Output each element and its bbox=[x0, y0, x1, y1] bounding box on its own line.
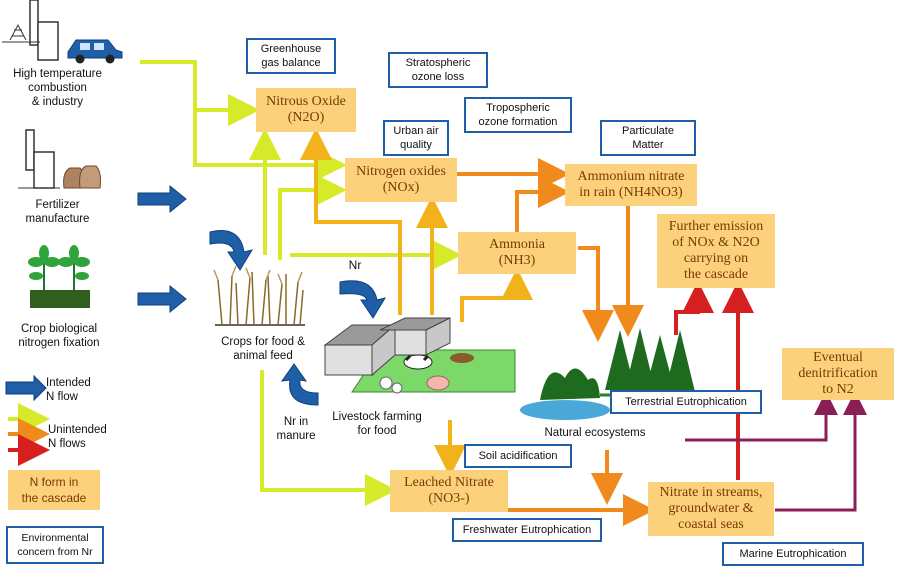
legend-intended-label: Intended N flow bbox=[46, 377, 91, 403]
source-fertilizer-label: Fertilizer manufacture bbox=[25, 199, 90, 225]
concern-freshwater: Freshwater Eutrophication bbox=[452, 518, 602, 542]
legend-symbols bbox=[5, 374, 50, 466]
source-combustion-label: High temperature combustion & industry bbox=[13, 68, 102, 108]
flow-combustion-to-nox bbox=[193, 62, 347, 181]
concern-tropospheric: Tropospheric ozone formation bbox=[464, 97, 572, 133]
car-icon bbox=[67, 39, 123, 64]
flow-livestock-to-ammonia bbox=[460, 268, 533, 322]
concern-marine: Marine Eutrophication bbox=[722, 542, 864, 566]
flow-livestock-to-n2o bbox=[300, 128, 402, 315]
n-form-nitrate-streams: Nitrate in streams, groundwater & coasta… bbox=[648, 482, 774, 536]
n-form-ammonium-nitrate: Ammonium nitrate in rain (NH4NO3) bbox=[565, 164, 697, 206]
intended-flow-arrows bbox=[137, 184, 387, 406]
source-biological-label: Crop biological nitrogen fixation bbox=[18, 323, 100, 349]
n-form-nitrous-oxide: Nitrous Oxide (N2O) bbox=[256, 88, 356, 132]
flow-crops-to-leached bbox=[260, 370, 397, 506]
flow-natural-to-further bbox=[674, 281, 714, 335]
arrow-curved-to-crops bbox=[209, 230, 254, 271]
concern-soil: Soil acidification bbox=[464, 444, 572, 468]
fertilizer-plant-illustration bbox=[18, 129, 60, 189]
legend-concern-box: Environmental concern from Nr bbox=[6, 526, 104, 564]
arrow-biological-to-crops bbox=[137, 284, 187, 314]
legend-n-form-box: N form in the cascade bbox=[8, 470, 100, 510]
purple-flows bbox=[685, 391, 867, 512]
livestock-farm-illustration bbox=[323, 317, 516, 394]
combustion-flows bbox=[140, 60, 347, 181]
concern-terrestrial: Terrestrial Eutrophication bbox=[610, 390, 762, 414]
factory-illustration bbox=[2, 0, 59, 61]
flow-crops-to-nox bbox=[278, 174, 347, 260]
nr-manure-label: Nr in manure bbox=[276, 416, 316, 442]
red-flows bbox=[674, 281, 754, 480]
legume-plants-illustration bbox=[28, 245, 90, 308]
arrow-manure-to-crops bbox=[280, 363, 319, 406]
arrow-nr-to-livestock bbox=[339, 280, 387, 319]
n-form-leached-nitrate: Leached Nitrate (NO3-) bbox=[390, 470, 508, 512]
natural-ecosystems-label: Natural ecosystems bbox=[544, 427, 646, 439]
concern-urban-air: Urban air quality bbox=[383, 120, 449, 156]
flow-ammonia-to-ammonium bbox=[515, 176, 570, 232]
flow-natural-to-denitrification bbox=[685, 391, 838, 442]
flow-ammonia-to-natural bbox=[578, 246, 614, 342]
nr-label: Nr bbox=[348, 258, 362, 272]
livestock-flows bbox=[300, 128, 533, 477]
flow-nitrate-to-denitrification bbox=[775, 391, 867, 512]
n-form-ammonia: Ammonia (NH3) bbox=[458, 232, 576, 274]
n-form-further-emission: Further emission of NOx & N2O carrying o… bbox=[657, 214, 775, 288]
n-form-denitrification: Eventual denitrification to N2 bbox=[782, 348, 894, 400]
crops-label: Crops for food & animal feed bbox=[221, 336, 305, 362]
fertilizer-sacks-icon bbox=[63, 165, 101, 189]
concern-stratospheric: Stratospheric ozone loss bbox=[388, 52, 488, 88]
livestock-label: Livestock farming for food bbox=[332, 411, 422, 437]
concern-particulate: Particulate Matter bbox=[600, 120, 696, 156]
legend-intended-arrow bbox=[5, 374, 47, 402]
flow-leached-to-nitrate bbox=[496, 490, 655, 526]
legend-unintended-label: Unintended N flows bbox=[48, 424, 107, 450]
wheat-crops-illustration bbox=[213, 265, 305, 326]
n-form-nitrogen-oxides: Nitrogen oxides (NOx) bbox=[345, 158, 457, 202]
concern-greenhouse: Greenhouse gas balance bbox=[246, 38, 336, 74]
arrow-fertilizer-to-crops bbox=[137, 184, 187, 214]
